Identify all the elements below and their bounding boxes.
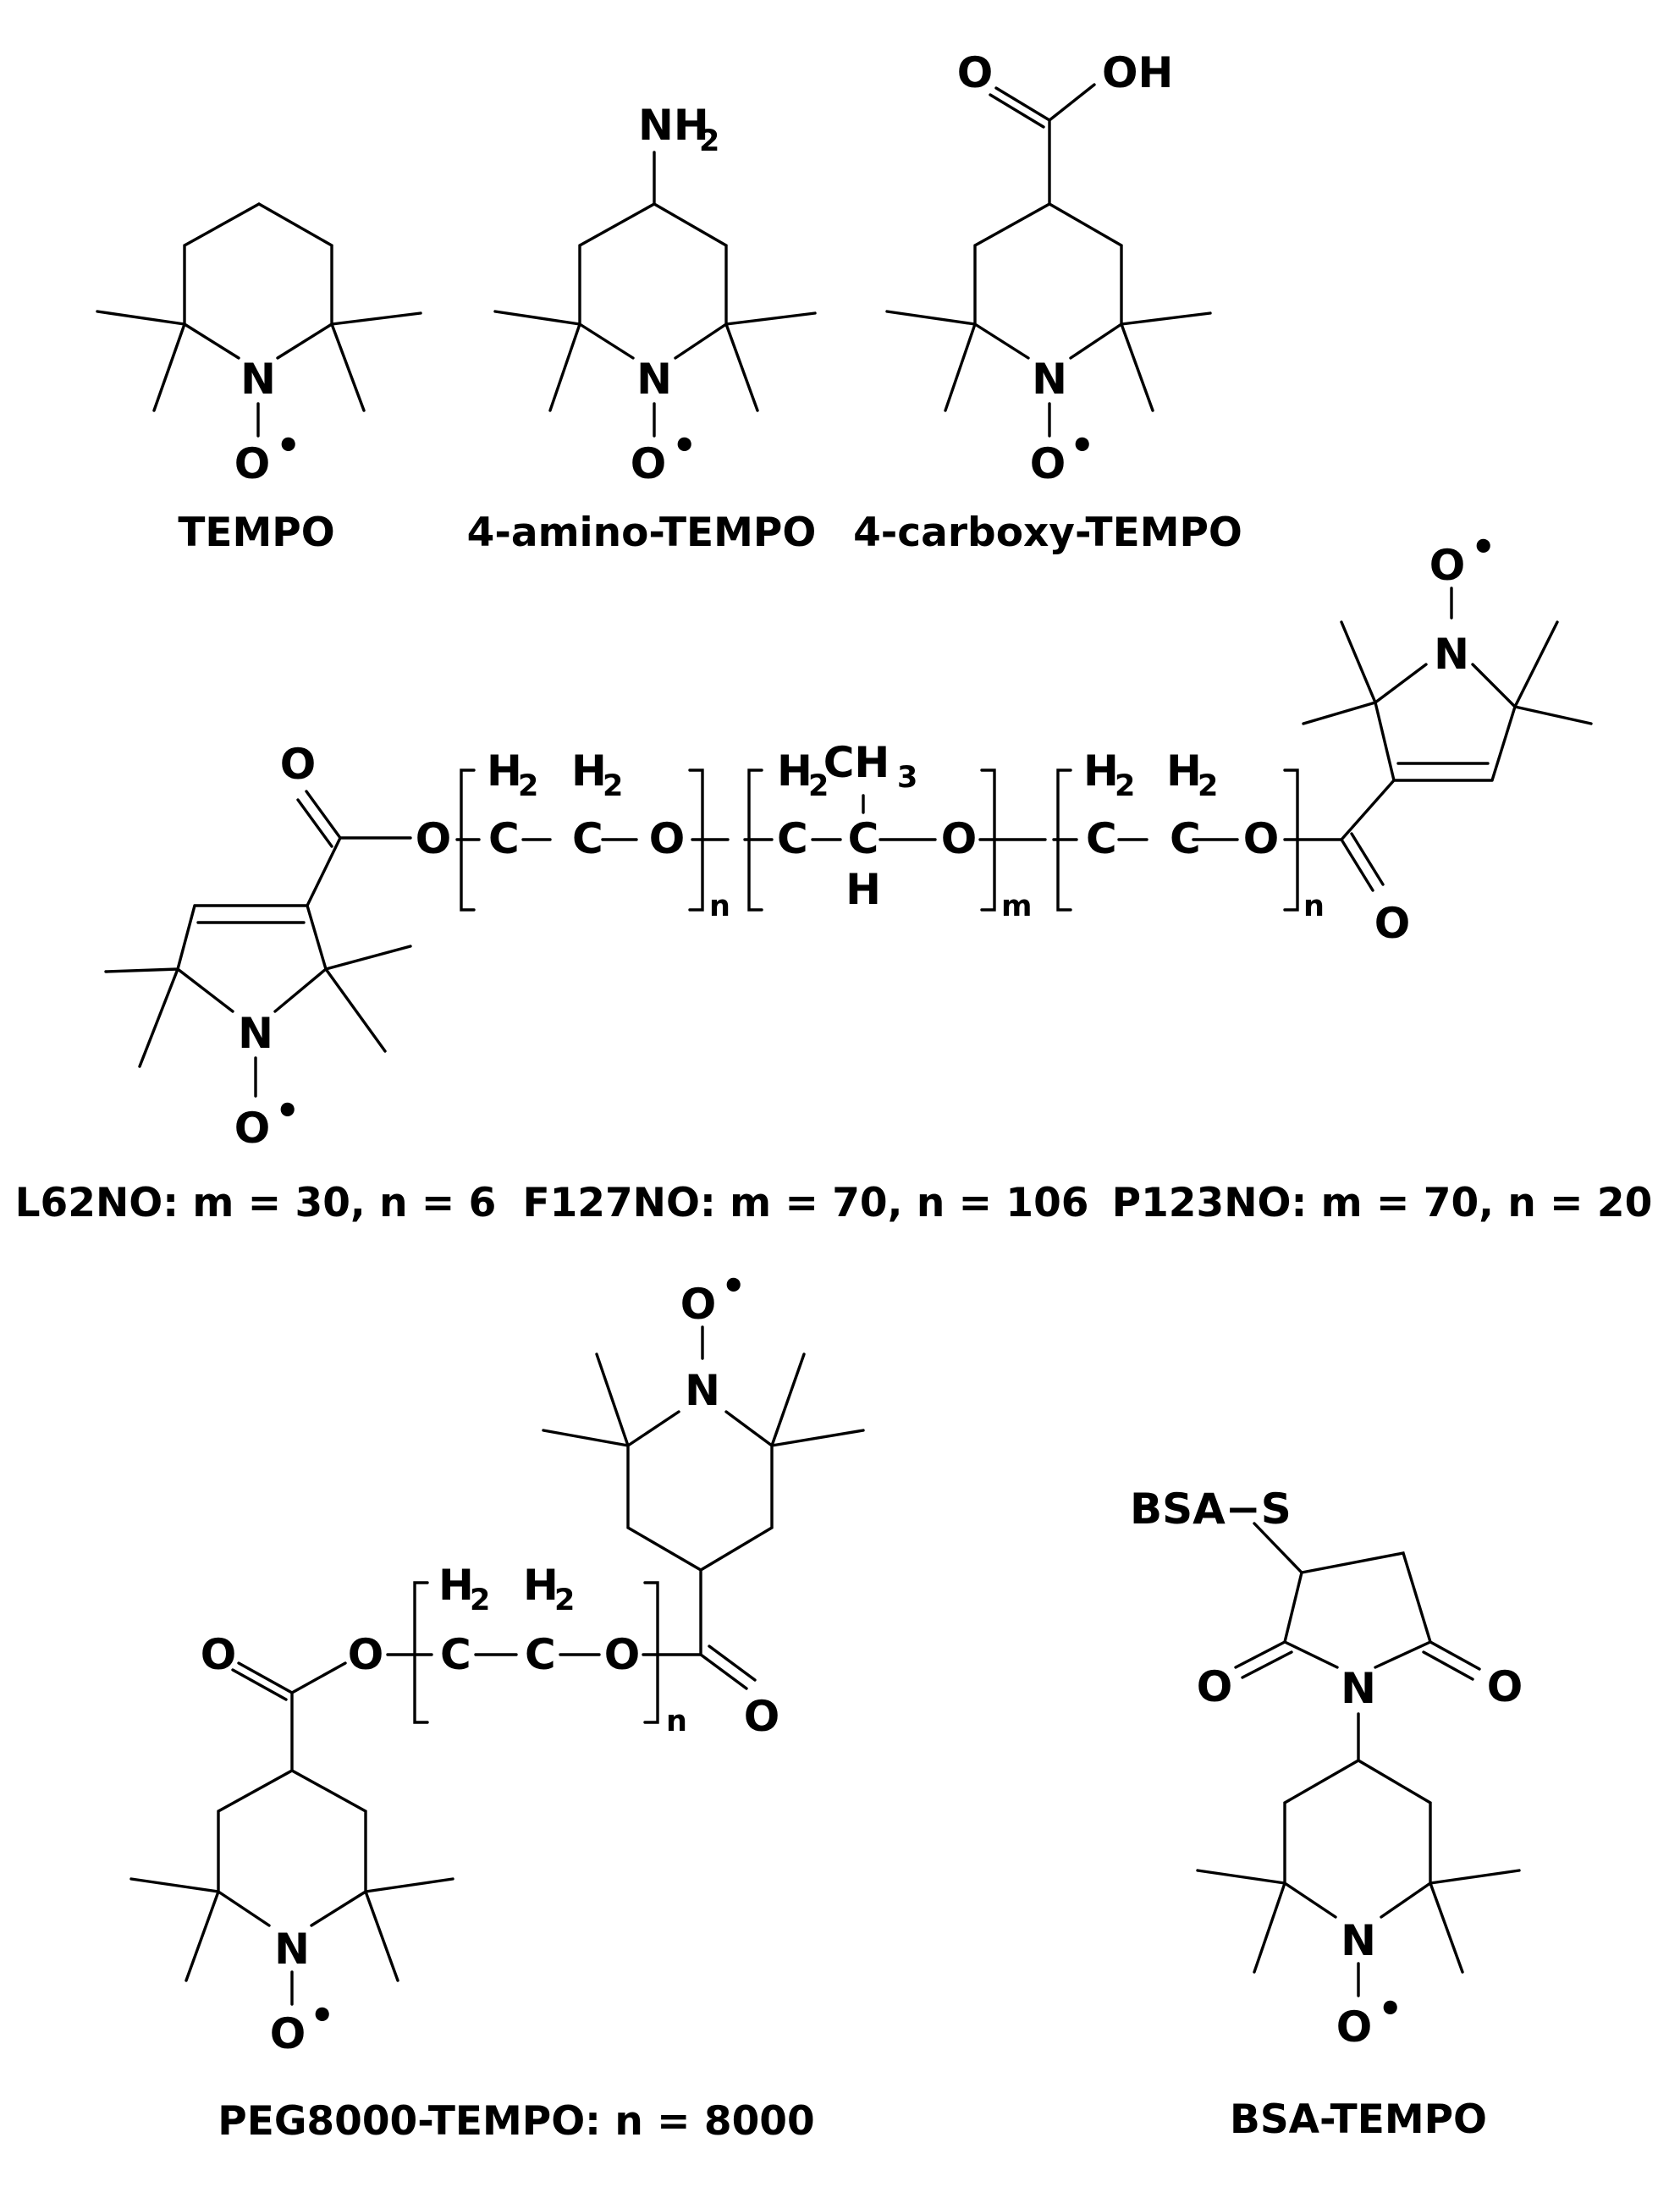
peo1-h2-b: H: [571, 746, 607, 796]
amino-nh-subscript: 2: [699, 124, 719, 158]
ppo-h: H: [846, 865, 881, 914]
peo2-h2-a: H: [1083, 746, 1119, 796]
bsa-tempo-structure: BSA−S O O N N O • BSA-TEMPO: [1130, 1485, 1523, 2143]
tempo-o-atom: O: [234, 439, 271, 488]
peg-h2-a: H: [438, 1561, 474, 1610]
peg-left-ester-o: O: [348, 1630, 384, 1679]
peg-upper-n: N: [685, 1366, 720, 1415]
tempo-structure: N O • TEMPO: [96, 202, 422, 556]
ppo-h2: H: [777, 746, 812, 796]
peo2-n-subscript: n: [1303, 890, 1325, 923]
peg-tempo-label: PEG8000-TEMPO: n = 8000: [218, 2098, 814, 2145]
carboxy-o-radical-atom: O: [1030, 439, 1066, 488]
ppo-o: O: [941, 814, 978, 863]
peo1-c-b: C: [572, 814, 603, 863]
pluronic-right-carbonyl-o: O: [1374, 899, 1411, 948]
peg-c-b: C: [525, 1630, 556, 1679]
pluronic-left-radical-dot: •: [275, 1088, 300, 1133]
carboxy-oh-atom: OH: [1102, 48, 1173, 97]
peg-h2-a-sub: 2: [470, 1584, 490, 1617]
peg-h2-b: H: [523, 1561, 559, 1610]
peo1-h2-b-sub: 2: [603, 769, 623, 803]
peg-c-a: C: [440, 1630, 471, 1679]
ppo-ch3: CH: [823, 738, 890, 787]
pluronic-right-n: N: [1434, 630, 1469, 679]
amino-o-atom: O: [631, 439, 667, 488]
peg-n-subscript: n: [666, 1705, 687, 1738]
peg-left-carbonyl-o: O: [201, 1630, 237, 1679]
peo2-h2-b-sub: 2: [1198, 769, 1218, 803]
peg-upper-radical-dot: •: [721, 1263, 746, 1308]
bsa-radical-dot: •: [1378, 1986, 1402, 2031]
p123no-label: P123NO: m = 70, n = 20: [1112, 1180, 1653, 1226]
ppo-c-b: C: [848, 814, 879, 863]
pluronic-left-carbonyl-o: O: [280, 740, 317, 789]
ppo-c-a: C: [777, 814, 808, 863]
tempo-n-atom: N: [240, 355, 276, 404]
peo1-h2-a: H: [487, 746, 522, 796]
peg-upper-o-radical: O: [680, 1280, 717, 1329]
carboxy-radical-dot: •: [1070, 422, 1094, 468]
pluronic-left-o-radical: O: [234, 1104, 271, 1153]
peo2-c-b: C: [1170, 814, 1201, 863]
pluronic-left-ester-o: O: [416, 814, 452, 863]
peo1-c-a: C: [488, 814, 520, 863]
bsa-o-radical: O: [1336, 2002, 1373, 2052]
bsa-imide-n: N: [1341, 1664, 1376, 1713]
peg-tempo-structure: O O N O • H 2 C H 2 C O n O N O • PEG800…: [129, 1263, 865, 2145]
ppo-m-subscript: m: [1001, 890, 1032, 923]
bsa-s-group: BSA−S: [1130, 1485, 1292, 1534]
peg-o: O: [604, 1630, 641, 1679]
f127no-label: F127NO: m = 70, n = 106: [522, 1180, 1088, 1226]
bsa-left-carbonyl-o: O: [1197, 1662, 1233, 1711]
ppo-ch3-sub: 3: [897, 761, 917, 795]
amino-tempo-label: 4-amino-TEMPO: [467, 510, 817, 556]
peg-h2-b-sub: 2: [554, 1584, 575, 1617]
peo1-h2-a-sub: 2: [518, 769, 538, 803]
peo2-o: O: [1243, 814, 1280, 863]
l62no-label: L62NO: m = 30, n = 6: [15, 1180, 497, 1226]
peg-lower-radical-dot: •: [310, 1992, 334, 2038]
tempo-radical-dot: •: [276, 422, 300, 468]
carboxy-tempo-structure: O OH N O • 4-carboxy-TEMPO: [853, 48, 1242, 556]
peo2-h2-b: H: [1166, 746, 1202, 796]
bsa-right-carbonyl-o: O: [1487, 1662, 1523, 1711]
carboxy-o-atom: O: [957, 48, 994, 97]
amino-tempo-structure: NH 2 N O • 4-amino-TEMPO: [467, 101, 817, 556]
peo2-h2-a-sub: 2: [1115, 769, 1135, 803]
pluronic-no-structure: O O N O • H 2 C H 2 C O n H 2 C C H CH 3…: [15, 524, 1653, 1226]
pluronic-left-n: N: [238, 1009, 273, 1058]
peo1-n-subscript: n: [709, 890, 730, 923]
peg-right-carbonyl-o: O: [744, 1692, 780, 1741]
tempo-label: TEMPO: [178, 510, 334, 556]
bsa-piperidine-n: N: [1341, 1916, 1376, 1965]
amino-radical-dot: •: [672, 422, 697, 468]
peg-lower-n: N: [274, 1925, 310, 1974]
amino-nh-atom: NH: [638, 101, 709, 150]
carboxy-n-atom: N: [1032, 355, 1067, 404]
bsa-tempo-label: BSA-TEMPO: [1230, 2096, 1487, 2143]
peg-lower-o-radical: O: [270, 2009, 306, 2058]
pluronic-right-o-radical: O: [1429, 541, 1466, 590]
pluronic-right-radical-dot: •: [1471, 524, 1495, 570]
carboxy-tempo-label: 4-carboxy-TEMPO: [853, 510, 1242, 556]
peo1-o: O: [649, 814, 686, 863]
peo2-c-a: C: [1086, 814, 1117, 863]
amino-n-atom: N: [636, 355, 672, 404]
ppo-h2-sub: 2: [808, 769, 829, 803]
